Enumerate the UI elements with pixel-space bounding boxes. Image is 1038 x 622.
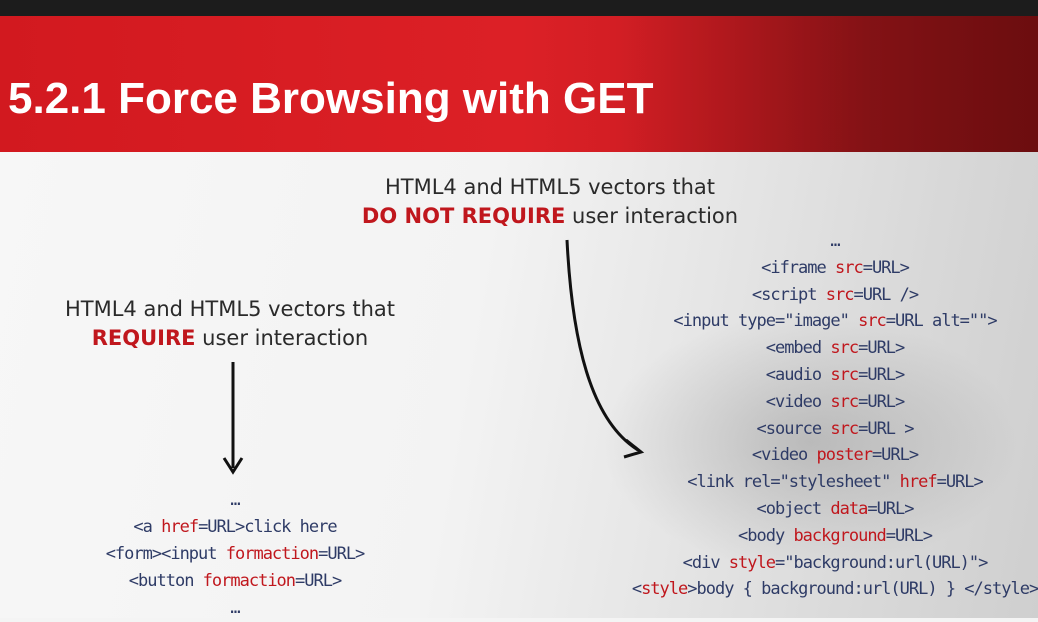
- code-text: <video: [765, 391, 831, 412]
- code-line: …: [80, 595, 390, 622]
- interaction-caption-rest: user interaction: [195, 326, 369, 350]
- code-line: <body background=URL>: [630, 523, 1038, 550]
- background-shade: [600, 312, 1020, 572]
- code-text: =URL>: [871, 445, 919, 466]
- code-text: =URL>: [858, 391, 905, 412]
- code-attribute: href: [161, 517, 199, 537]
- code-text: …: [230, 490, 240, 510]
- title-banner: 5.2.1 Force Browsing with GET: [0, 16, 1038, 152]
- code-attribute: formaction: [225, 544, 319, 564]
- code-text: <iframe: [761, 257, 835, 278]
- slide-title: 5.2.1 Force Browsing with GET: [8, 74, 654, 123]
- code-text: =URL>: [867, 498, 914, 519]
- code-text: <body: [738, 525, 794, 546]
- code-text: <object: [756, 498, 831, 519]
- code-line: …: [630, 228, 1038, 255]
- code-line: <embed src=URL>: [630, 335, 1038, 362]
- code-attribute: background: [793, 525, 886, 546]
- code-text: <audio: [765, 364, 831, 385]
- code-attribute: style: [728, 552, 776, 573]
- code-line: <source src=URL >: [630, 416, 1038, 443]
- code-text: ="background:url(URL)">: [774, 552, 988, 573]
- left-arrow-head-icon: [222, 457, 244, 475]
- no-interaction-emphasis: DO NOT REQUIRE: [361, 204, 566, 228]
- interaction-caption: HTML4 and HTML5 vectors that REQUIRE use…: [40, 295, 420, 353]
- code-line: <button formaction=URL>: [80, 568, 390, 595]
- code-text: <a: [133, 517, 162, 537]
- code-text: <video: [751, 445, 817, 466]
- code-attribute: src: [858, 311, 887, 332]
- code-text: =URL>: [858, 338, 905, 359]
- code-attribute: src: [825, 284, 855, 305]
- code-line: …: [80, 487, 390, 514]
- code-attribute: src: [834, 257, 864, 278]
- code-text: …: [830, 231, 840, 251]
- code-line: <script src=URL />: [630, 282, 1038, 309]
- code-text: <source: [756, 418, 831, 439]
- no-interaction-caption-line2: DO NOT REQUIRE user interaction: [340, 202, 760, 231]
- code-attribute: href: [899, 472, 938, 493]
- code-text: =URL>: [862, 257, 910, 278]
- no-interaction-caption-rest: user interaction: [565, 204, 739, 228]
- code-line: <a href=URL>click here: [80, 514, 390, 541]
- code-attribute: src: [830, 418, 859, 439]
- code-line: <video src=URL>: [630, 389, 1038, 416]
- no-interaction-vectors-list: …<iframe src=URL><script src=URL /><inpu…: [630, 228, 1038, 603]
- code-attribute: data: [830, 498, 868, 519]
- code-text: =URL>: [858, 364, 905, 385]
- code-text: <form><input: [105, 544, 226, 564]
- code-line: <video poster=URL>: [630, 442, 1038, 469]
- code-attribute: formaction: [202, 571, 296, 591]
- code-line: <object data=URL>: [630, 496, 1038, 523]
- code-text: <input type="image": [673, 311, 859, 332]
- code-line: <iframe src=URL>: [630, 255, 1038, 282]
- code-text: =URL alt="">: [885, 311, 998, 332]
- code-text: =URL>: [318, 544, 365, 564]
- code-text: …: [230, 598, 240, 618]
- code-attribute: src: [830, 391, 859, 412]
- banner-shade: [618, 16, 1038, 152]
- code-text: <script: [751, 284, 826, 305]
- code-text: <link rel="stylesheet": [687, 472, 900, 493]
- code-line: <style>body { background:url(URL) } </st…: [630, 576, 1038, 603]
- interaction-caption-line2: REQUIRE user interaction: [40, 324, 420, 353]
- code-text: =URL>: [936, 472, 984, 493]
- code-line: <div style="background:url(URL)">: [630, 550, 1038, 577]
- code-text: >body { background:url(URL) } </style>: [687, 579, 1038, 600]
- interaction-caption-line1: HTML4 and HTML5 vectors that: [64, 297, 395, 321]
- code-text: <embed: [765, 338, 831, 359]
- right-arrow-icon: [565, 239, 639, 452]
- code-line: <form><input formaction=URL>: [80, 541, 390, 568]
- code-line: <input type="image" src=URL alt="">: [630, 308, 1038, 335]
- code-line: <link rel="stylesheet" href=URL>: [630, 469, 1038, 496]
- code-text: =URL />: [853, 284, 919, 305]
- code-text: <: [631, 579, 642, 600]
- code-text: =URL>: [885, 525, 933, 546]
- code-line: <audio src=URL>: [630, 362, 1038, 389]
- code-text: <div: [682, 552, 729, 573]
- slide-background: [0, 152, 1038, 618]
- no-interaction-caption: HTML4 and HTML5 vectors that DO NOT REQU…: [340, 173, 760, 231]
- code-text: =URL>click here: [198, 517, 338, 537]
- code-text: <button: [128, 571, 203, 591]
- no-interaction-caption-line1: HTML4 and HTML5 vectors that: [384, 175, 715, 199]
- code-attribute: style: [641, 579, 688, 600]
- interaction-emphasis: REQUIRE: [91, 326, 196, 350]
- code-text: =URL >: [858, 418, 914, 439]
- interaction-vectors-list: …<a href=URL>click here<form><input form…: [80, 487, 390, 622]
- code-attribute: src: [830, 338, 859, 359]
- top-bar: [0, 0, 1038, 16]
- code-attribute: src: [830, 364, 859, 385]
- code-attribute: poster: [816, 445, 873, 466]
- code-text: =URL>: [295, 571, 342, 591]
- right-arrow-head-icon: [623, 438, 645, 459]
